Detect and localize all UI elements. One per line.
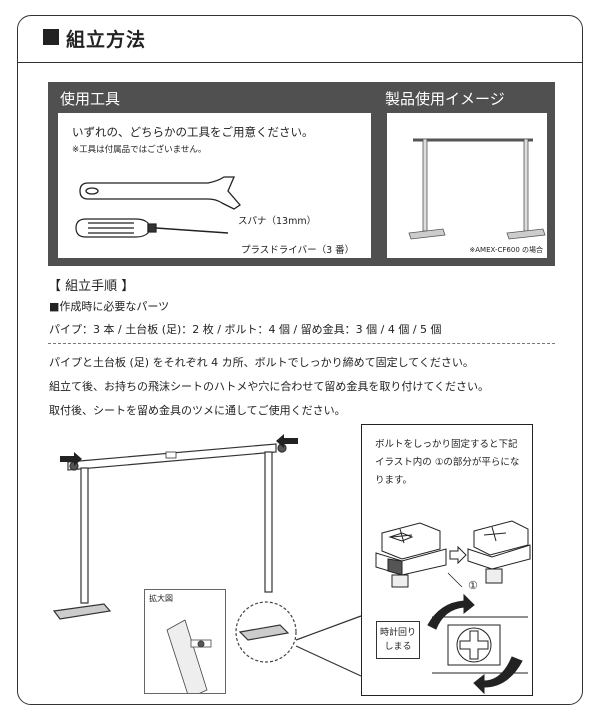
bolt-illustration [375, 520, 531, 695]
tools-note: ※工具は付属品ではございません。 [72, 145, 207, 155]
product-usage-icon [408, 138, 546, 240]
phillips-cross-icon [459, 630, 489, 660]
parts-heading: ■作成時に必要なパーツ [49, 300, 170, 313]
procedure-title: 【 組立手順 】 [48, 279, 135, 294]
bolt-icon-before [375, 522, 447, 588]
assembly-instructions-panel: 組立方法 使用工具 製品使用イメージ いずれの、どちらかの工具をご用意ください。… [17, 15, 583, 705]
tools-panel: 使用工具 製品使用イメージ いずれの、どちらかの工具をご用意ください。 ※工具は… [48, 82, 555, 266]
driver-label: プラスドライバー（3 番） [241, 245, 355, 256]
rotate-arrow-icon [427, 593, 523, 695]
parts-list: パイプ：3 本 / 土台板 (足)：2 枚 / ボルト：4 個 / 留め金具：3… [49, 323, 442, 336]
spanner-icon [79, 176, 241, 210]
arrow-right-icon [60, 452, 82, 466]
tools-instruction: いずれの、どちらかの工具をご用意ください。 [72, 125, 314, 139]
zoom-detail-icon [166, 619, 212, 693]
bolt-icon-after [467, 520, 531, 584]
step-2: 組立て後、お持ちの飛沫シートのハトメや穴に合わせて留め金具を取り付けてください。 [49, 380, 489, 393]
screwdriver-icon [75, 218, 229, 238]
zoom-label: 拡大図 [149, 594, 173, 603]
page-title: 組立方法 [66, 29, 147, 51]
bolt-detail-panel: ボルトをしっかり固定すると下記イラスト内の ①の部分が平らになります。 [361, 424, 533, 696]
detail-text: ボルトをしっかり固定すると下記イラスト内の ①の部分が平らになります。 [375, 439, 520, 486]
stand-illustration [52, 434, 362, 677]
arrow-left-icon [276, 434, 298, 448]
step-1: パイプと土台板 (足) をそれぞれ 4 カ所、ボルトでしっかり締めて固定してくだ… [49, 356, 474, 369]
usage-image-caption: ※AMEX-CF600 の場合 [469, 246, 543, 254]
tools-illustration [75, 176, 241, 238]
step-3: 取付後、シートを留め金具のツメに通してご使用ください。 [49, 404, 346, 417]
spanner-label: スパナ（13mm） [238, 216, 317, 227]
usage-image-box: ※AMEX-CF600 の場合 [387, 113, 547, 258]
marker-one: ① [468, 579, 478, 592]
rotate-label: 時計回りしまる [376, 621, 420, 659]
tools-box: いずれの、どちらかの工具をご用意ください。 ※工具は付属品ではございません。 ス… [58, 113, 371, 258]
section-header: 組立方法 [18, 16, 582, 63]
zoom-box: 拡大図 [144, 589, 226, 694]
usage-image-title: 製品使用イメージ [385, 90, 505, 108]
tools-title: 使用工具 [60, 90, 121, 108]
dashed-divider [48, 343, 555, 344]
square-bullet-icon [43, 29, 59, 45]
